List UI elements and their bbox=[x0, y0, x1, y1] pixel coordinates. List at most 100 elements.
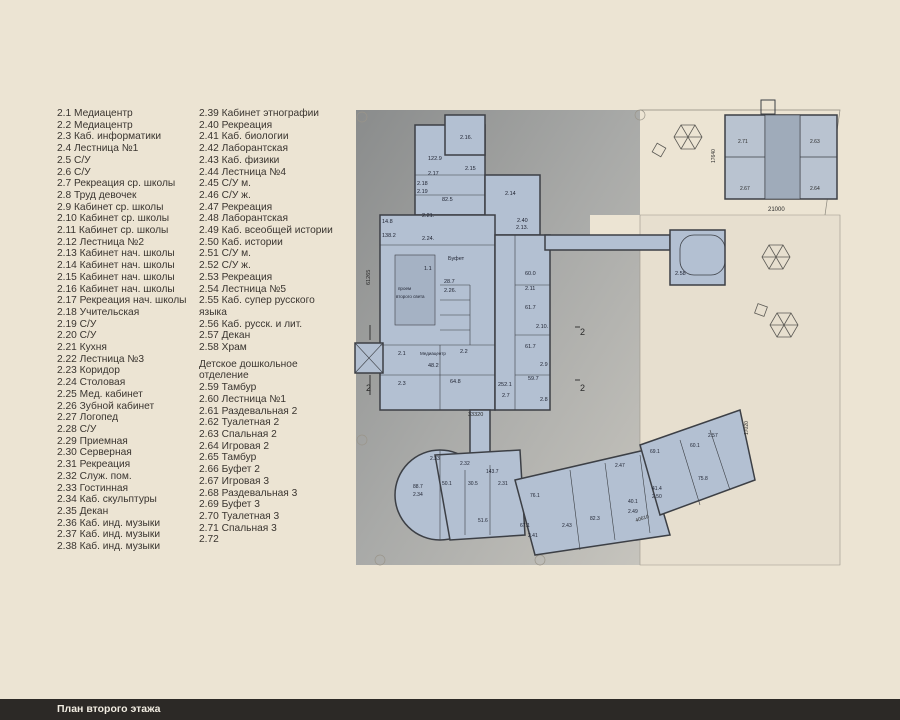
legend-item: 2.29 Приемная bbox=[57, 435, 128, 447]
floor-plan-drawing: 2.71 2.67 2.64 2.63 21000 17640 bbox=[354, 99, 841, 566]
room-label: 50.1 bbox=[442, 481, 452, 487]
room-label: 1.1 bbox=[424, 266, 432, 272]
legend-item: 2.70 Туалетная 3 bbox=[199, 510, 280, 522]
dimension-label: 40610 bbox=[635, 514, 650, 524]
legend-item: 2.34 Каб. скульптуры bbox=[57, 494, 157, 506]
legend-item: 2.43 Каб. физики bbox=[199, 154, 280, 166]
main-building bbox=[354, 114, 726, 471]
legend-item: 2.4 Лестница №1 bbox=[57, 143, 139, 155]
tree-icon bbox=[651, 142, 667, 158]
legend-item: 2.27 Логопед bbox=[57, 412, 119, 424]
legend-item: 2.25 Мед. кабинет bbox=[57, 388, 143, 400]
room-label: 2.21. bbox=[422, 213, 435, 219]
preschool-building: 2.71 2.67 2.64 2.63 21000 17640 bbox=[711, 99, 838, 213]
legend-item: 2.28 С/У bbox=[57, 423, 97, 435]
legend-item: 2.54 Лестница №5 bbox=[199, 283, 287, 295]
dimension-label: 17020 bbox=[744, 421, 750, 435]
legend-item: 2.2 Медиацентр bbox=[57, 119, 133, 131]
legend-item: 2.12 Лестница №2 bbox=[57, 236, 145, 248]
legend-item: 2.8 Труд девочек bbox=[57, 189, 137, 201]
legend-item: 2.15 Кабинет нач. школы bbox=[57, 271, 175, 283]
room-label: 2.34 bbox=[413, 492, 423, 498]
legend-item: 2.55 Каб. супер русского bbox=[199, 295, 315, 307]
legend-item: 2.16 Кабинет нач. школы bbox=[57, 283, 175, 295]
section-label: 2 bbox=[580, 383, 585, 393]
room-label: 2.63 bbox=[810, 139, 820, 145]
room-label: 2.15 bbox=[465, 166, 476, 172]
legend-item: 2.3 Каб. информатики bbox=[57, 131, 162, 143]
room-label: 69.1 bbox=[650, 449, 660, 455]
legend-item: 2.53 Рекреация bbox=[199, 271, 273, 283]
legend-item: 2.61 Раздевальная 2 bbox=[199, 405, 298, 417]
tree-icon bbox=[754, 303, 768, 317]
legend-item: 2.1 Медиацентр bbox=[57, 108, 133, 119]
room-label: 2.16. bbox=[460, 135, 473, 141]
room-label: 122.9 bbox=[428, 156, 442, 162]
room-label: 48.2 bbox=[428, 363, 439, 369]
room-label: 2.67 bbox=[740, 186, 750, 192]
legend-item: 2.60 Лестница №1 bbox=[199, 393, 287, 405]
room-label: 2.26. bbox=[444, 288, 457, 294]
plan-title: План второго этажа bbox=[57, 703, 161, 715]
tree-icon bbox=[769, 312, 799, 338]
room-label: 88.7 bbox=[413, 484, 423, 490]
wing-walls bbox=[439, 429, 731, 551]
legend-item: 2.10 Кабинет ср. школы bbox=[57, 213, 170, 225]
preschool-heading-line1: Детское дошкольное bbox=[199, 358, 298, 370]
tree-icon bbox=[673, 124, 703, 150]
section-label: 2 bbox=[366, 383, 371, 393]
legend-item: 2.33 Гостинная bbox=[57, 482, 129, 494]
room-label: 2.19 bbox=[417, 189, 428, 195]
room-label: 28.7 bbox=[444, 279, 455, 285]
room-label: 2.1 bbox=[398, 351, 406, 357]
legend-item: 2.44 Лестница №4 bbox=[199, 166, 287, 178]
preschool-heading-line2: отделение bbox=[199, 370, 249, 382]
room-label: 252.1 bbox=[498, 382, 512, 388]
room-label: 67.1 bbox=[520, 523, 530, 529]
room-label: 2.2 bbox=[460, 349, 468, 355]
legend-item: 2.24 Столовая bbox=[57, 377, 126, 389]
dimension-label: 21000 bbox=[768, 207, 785, 213]
legend-item: 2.23 Коридор bbox=[57, 365, 120, 377]
boundary-marker bbox=[374, 554, 386, 566]
legend-item: 2.50 Каб. истории bbox=[199, 236, 283, 248]
dimension-label: 61265 bbox=[366, 270, 372, 285]
legend-item: 2.39 Кабинет этнографии bbox=[199, 108, 319, 119]
room-label: 2.71 bbox=[738, 139, 748, 145]
legend-item: 2.46 С/У ж. bbox=[199, 189, 251, 201]
legend-item: 2.57 Декан bbox=[199, 330, 251, 342]
room-label: Медиацентр bbox=[420, 351, 446, 356]
room-label: 2.24. bbox=[422, 236, 435, 242]
legend-item: 2.66 Буфет 2 bbox=[199, 464, 260, 476]
room-label: 61.7 bbox=[525, 344, 536, 350]
room-label: проем bbox=[398, 286, 411, 291]
room-label: 2.49 bbox=[628, 509, 638, 515]
legend-item: 2.5 С/У bbox=[57, 154, 91, 166]
legend-item: 2.45 С/У м. bbox=[199, 178, 251, 190]
legend-item: 2.18 Учительская bbox=[57, 306, 140, 318]
floor-plan: 2.71 2.67 2.64 2.63 21000 17640 bbox=[340, 95, 880, 575]
footer-bar: План второго этажа bbox=[0, 699, 900, 720]
legend-item: 2.52 С/У ж. bbox=[199, 260, 251, 272]
legend-item: 2.32 Служ. пом. bbox=[57, 470, 132, 482]
room-label: 2.33 bbox=[430, 456, 440, 462]
room-label: 59.7 bbox=[528, 376, 539, 382]
section-label: 2 bbox=[580, 327, 585, 337]
room-label: 64.8 bbox=[450, 379, 461, 385]
room-label: 2.17 bbox=[428, 171, 439, 177]
room-label: 76.1 bbox=[530, 493, 540, 499]
room-label: Буфет bbox=[448, 256, 465, 262]
dimension-label: 17640 bbox=[711, 149, 717, 163]
legend-item: 2.63 Спальная 2 bbox=[199, 428, 277, 440]
room-label: 2.11 bbox=[525, 286, 535, 292]
boundary-marker bbox=[356, 111, 368, 123]
room-label: 30.5 bbox=[468, 481, 478, 487]
legend-item: 2.58 Храм bbox=[199, 342, 247, 354]
room-label: 61.7 bbox=[525, 305, 536, 311]
room-label: 2.14 bbox=[505, 191, 516, 197]
room-label: 60.1 bbox=[690, 443, 700, 449]
legend-item: 2.71 Спальная 3 bbox=[199, 522, 277, 534]
legend-item: 2.31 Рекреация bbox=[57, 459, 131, 471]
legend-item: 2.67 Игровая 3 bbox=[199, 475, 270, 487]
